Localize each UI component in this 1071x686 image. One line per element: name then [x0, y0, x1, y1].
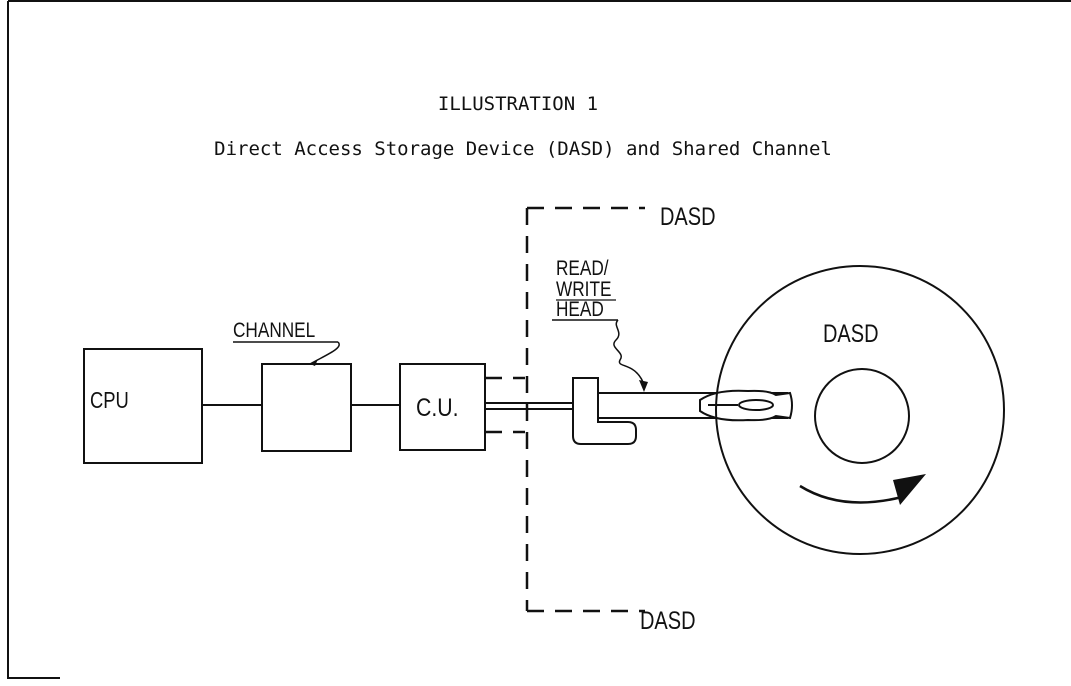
access-arm-bracket	[572, 377, 637, 445]
dasd-bottom-label: DASD	[640, 607, 696, 635]
head-leader-line	[613, 319, 644, 383]
head-leader-arrowhead	[639, 380, 648, 392]
rotation-arrow-head	[893, 474, 926, 505]
cpu-label: CPU	[90, 388, 129, 413]
disk-platter	[715, 265, 1005, 555]
disk-label: DASD	[823, 320, 879, 348]
channel-label: CHANNEL	[233, 320, 316, 343]
head-label-line3: HEAD	[556, 299, 604, 322]
read-write-head-gap	[738, 399, 774, 411]
shared-bus-dashed	[485, 206, 645, 613]
control-unit-label: C.U.	[416, 393, 458, 421]
head-label-line2: WRITE	[556, 279, 611, 302]
figure-subtitle: Direct Access Storage Device (DASD) and …	[214, 138, 832, 160]
illustration-heading: ILLUSTRATION 1	[438, 93, 598, 115]
rotation-arrow-shaft	[799, 484, 903, 504]
dasd-top-label: DASD	[660, 203, 716, 231]
channel-leader-arrowhead	[310, 359, 318, 366]
channel-leader-line	[309, 341, 340, 365]
head-label-line1: READ/	[556, 258, 609, 281]
channel-box	[261, 363, 352, 452]
disk-hub	[814, 368, 910, 464]
read-write-head	[699, 389, 793, 422]
figure-border	[7, 0, 1071, 679]
control-unit-box	[399, 363, 486, 451]
